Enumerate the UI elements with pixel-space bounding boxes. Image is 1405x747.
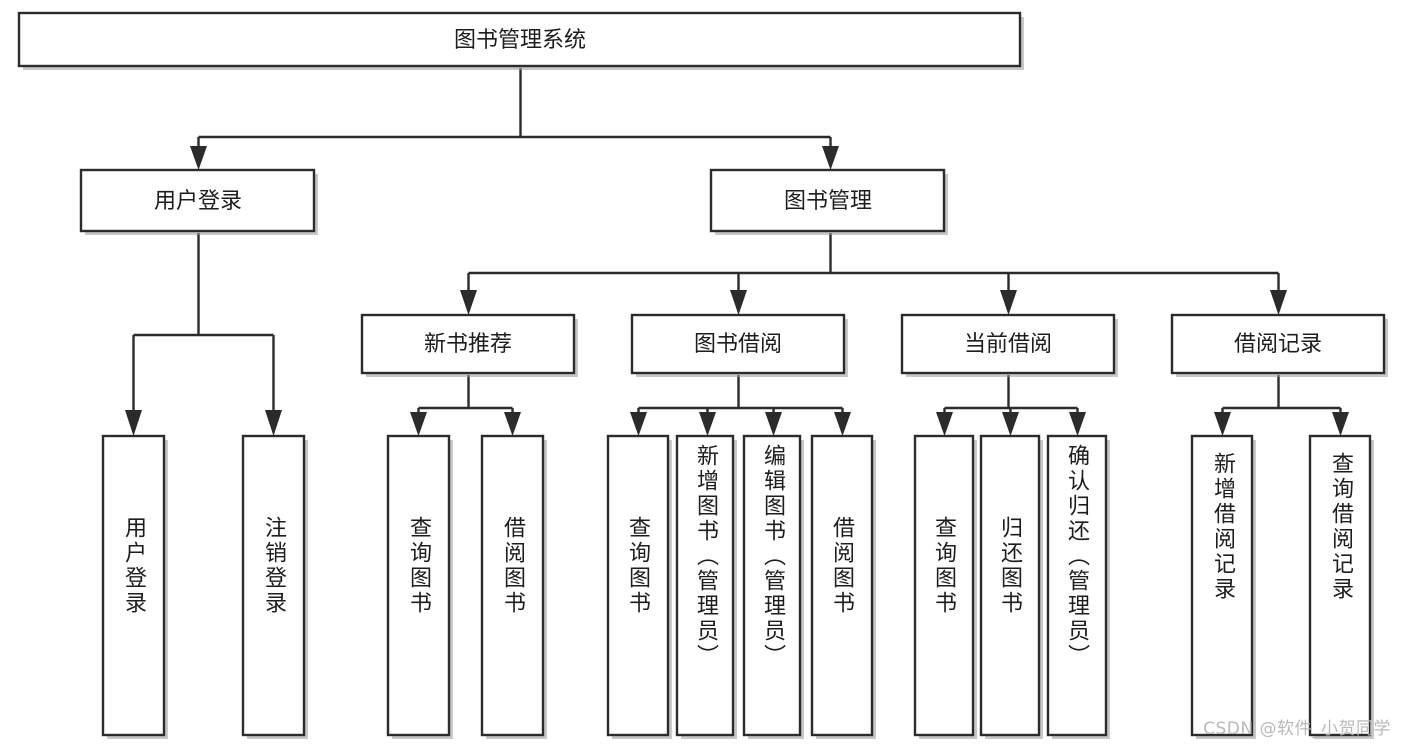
arrowhead-leaf-query-book-1 xyxy=(410,412,427,436)
arrowhead-book-borrow xyxy=(730,290,747,315)
node-book-manage-box[interactable] xyxy=(709,168,946,233)
leaf-box-query-book-2[interactable] xyxy=(606,434,670,737)
node-user-login-label: 用户登录 xyxy=(154,189,242,214)
leaf-box-query-book-3[interactable] xyxy=(913,434,975,737)
node-new-book-recommend[interactable]: 新书推荐 xyxy=(360,313,578,377)
watermark-text: CSDN @软件_小贺同学 xyxy=(1203,719,1391,739)
node-new-book-label: 新书推荐 xyxy=(424,332,512,357)
node-book-borrow-label: 图书借阅 xyxy=(694,332,782,357)
arrowhead-leaf-borrow-book-1 xyxy=(504,412,521,436)
node-root[interactable]: 图书管理系统 xyxy=(17,11,1024,70)
arrowhead-borrow-record xyxy=(1270,290,1287,315)
leaf-box-add-book[interactable] xyxy=(675,434,735,737)
arrowhead-user-login xyxy=(190,146,207,170)
arrowhead-leaf-borrow-book-2 xyxy=(834,412,851,436)
arrowhead-leaf-confirm-return xyxy=(1069,412,1086,436)
arrowhead-leaf-query-book-3 xyxy=(936,412,953,436)
leaf-box-return-book[interactable] xyxy=(979,434,1041,737)
arrowhead-leaf-query-record xyxy=(1332,412,1349,436)
node-borrow-record-label: 借阅记录 xyxy=(1234,332,1322,357)
node-book-borrow[interactable]: 图书借阅 xyxy=(630,313,848,377)
leaf-box-user-login[interactable] xyxy=(101,434,166,737)
connectors xyxy=(125,68,1349,436)
arrowhead-leaf-user-login xyxy=(125,410,142,436)
arrowhead-new-book xyxy=(460,290,477,315)
leaf-box-edit-book[interactable] xyxy=(742,434,802,737)
node-current-borrow-box[interactable] xyxy=(900,313,1116,375)
leaf-box-query-book-1[interactable] xyxy=(386,434,451,737)
arrowhead-leaf-query-book-2 xyxy=(630,412,647,436)
arrowhead-leaf-user-logout xyxy=(265,410,282,436)
arrowhead-leaf-add-book xyxy=(699,412,716,436)
node-book-borrow-box[interactable] xyxy=(630,313,846,375)
leaf-box-borrow-book-2[interactable] xyxy=(810,434,874,737)
arrowhead-leaf-edit-book xyxy=(765,412,782,436)
leaf-box-add-record[interactable] xyxy=(1190,434,1254,737)
leaf-box-borrow-book-1[interactable] xyxy=(480,434,545,737)
arrowhead-leaf-return-book xyxy=(1002,412,1019,436)
node-current-borrow-label: 当前借阅 xyxy=(964,332,1052,357)
node-root-box[interactable] xyxy=(17,11,1022,68)
node-new-book-box[interactable] xyxy=(360,313,576,375)
node-root-label: 图书管理系统 xyxy=(454,28,586,53)
node-borrow-record-box[interactable] xyxy=(1170,313,1386,375)
arrowhead-book-manage xyxy=(822,146,839,170)
leaf-box-confirm-return[interactable] xyxy=(1046,434,1108,737)
node-current-borrow[interactable]: 当前借阅 xyxy=(900,313,1118,377)
node-book-manage-label: 图书管理 xyxy=(784,189,872,214)
arrowhead-leaf-add-record xyxy=(1214,412,1231,436)
leaf-box-user-logout[interactable] xyxy=(241,434,306,737)
node-borrow-record[interactable]: 借阅记录 xyxy=(1170,313,1388,377)
arrowhead-current-borrow xyxy=(1000,290,1017,315)
leaf-box-query-record[interactable] xyxy=(1308,434,1372,737)
node-user-login[interactable]: 用户登录 xyxy=(79,168,318,235)
node-book-manage[interactable]: 图书管理 xyxy=(709,168,948,235)
leaf-boxes xyxy=(101,434,1374,739)
node-user-login-box[interactable] xyxy=(79,168,316,233)
